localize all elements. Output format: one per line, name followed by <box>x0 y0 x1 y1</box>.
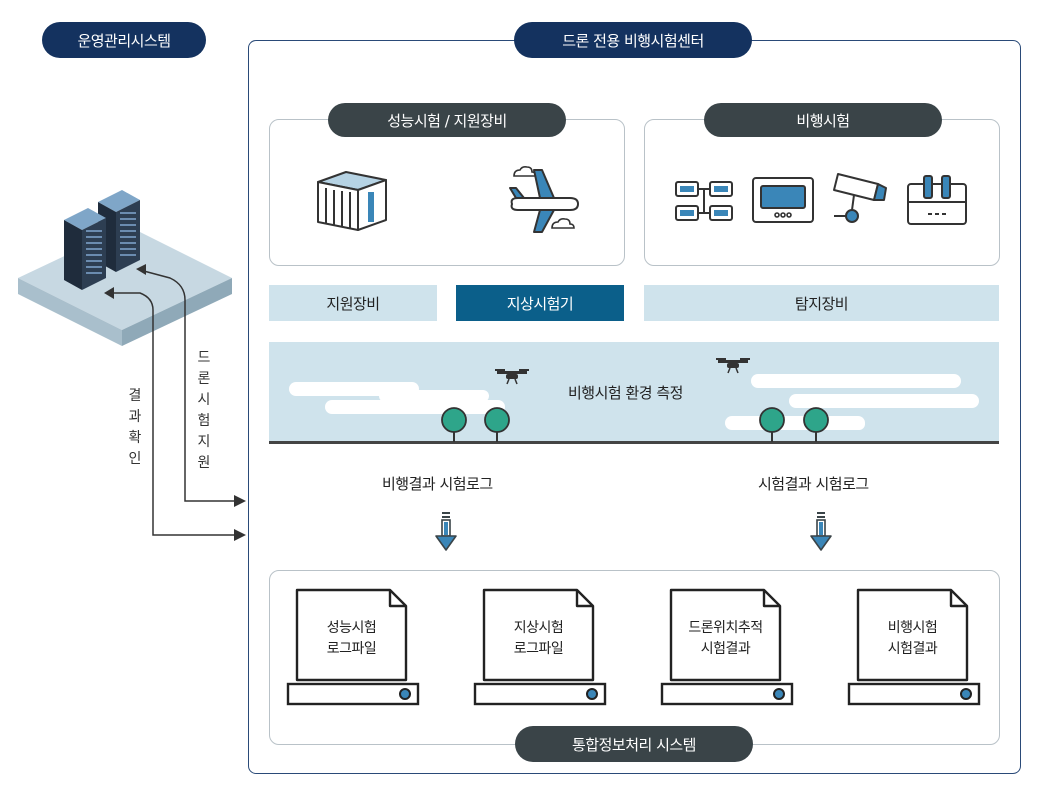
tree-icon <box>759 407 785 442</box>
operations-system-label: 운영관리시스템 <box>42 22 206 58</box>
container-box-icon <box>317 171 387 231</box>
tree-icon <box>484 407 510 442</box>
radar-device-icon <box>907 175 967 225</box>
document-drive-icon <box>286 588 420 706</box>
tree-icon <box>441 407 467 442</box>
flight-environment-scene <box>269 342 999 444</box>
performance-support-title: 성능시험 / 지원장비 <box>328 103 566 137</box>
flight-environment-label: 비행시험 환경 측정 <box>568 384 683 402</box>
document-drive-icon <box>473 588 607 706</box>
network-hub-icon <box>675 181 733 221</box>
flight-test-title: 비행시험 <box>704 103 942 137</box>
down-arrow-icon <box>810 512 832 551</box>
monitor-device-icon <box>752 177 814 223</box>
connector-arrows <box>104 264 246 541</box>
server-rack-icon <box>64 208 106 290</box>
document-drive-icon <box>660 588 794 706</box>
server-platform <box>18 190 232 346</box>
integrated-system-title: 통합정보처리 시스템 <box>515 726 753 762</box>
cctv-camera-icon <box>833 173 887 223</box>
drone-icon <box>495 369 529 385</box>
detection-equipment-bar: 탐지장비 <box>644 285 999 321</box>
ground-tester-bar: 지상시험기 <box>456 285 624 321</box>
flow-label-drone-test-support: 드론시험지원 <box>197 350 211 471</box>
flow-label-result-check: 결과확인 <box>128 388 142 467</box>
flight-test-center-title: 드론 전용 비행시험센터 <box>514 22 752 58</box>
tree-icon <box>803 407 829 442</box>
airplane-icon <box>509 166 580 233</box>
document-drive-icon <box>847 588 981 706</box>
down-arrow-icon <box>435 512 457 551</box>
drone-icon <box>716 358 750 374</box>
test-result-log-label: 시험결과 시험로그 <box>758 475 869 493</box>
support-equipment-bar: 지원장비 <box>269 285 437 321</box>
flight-result-log-label: 비행결과 시험로그 <box>382 475 493 493</box>
